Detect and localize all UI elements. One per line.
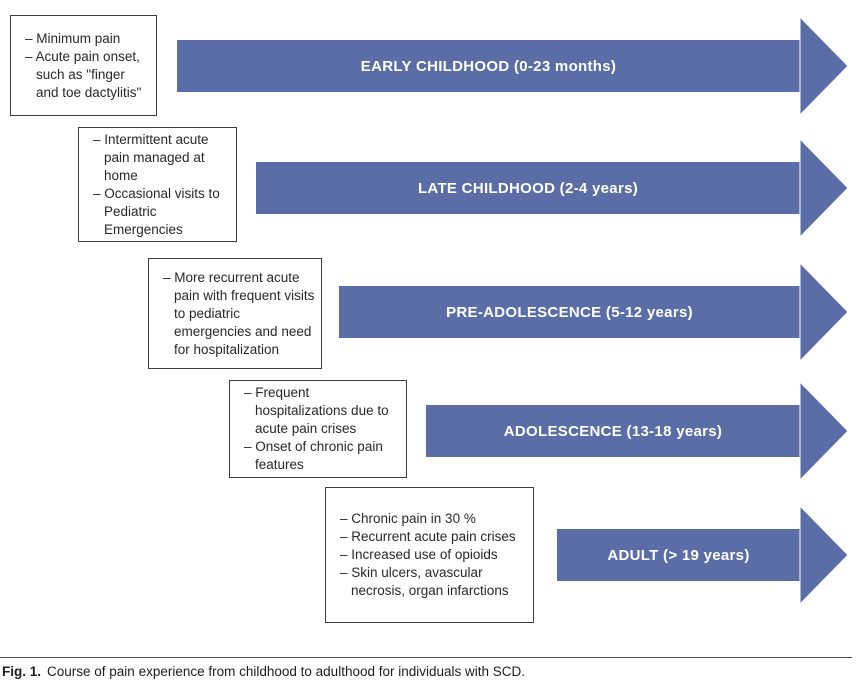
stage-box-late-childhood: – Intermittent acute pain managed at hom… [78,127,237,242]
stage-bullet: – Increased use of opioids [340,547,498,562]
figure-caption-label: Fig. 1. [2,664,42,679]
stage-arrow-adolescence: ADOLESCENCE (13-18 years) [426,381,849,481]
right-arrow-icon [426,381,849,481]
stage-bullet: – Skin ulcers, avascular necrosis, organ… [340,565,509,598]
stage-arrow-label: EARLY CHILDHOOD (0-23 months) [360,57,617,75]
stage-bullet: – Frequent hospitalizations due to acute… [244,385,389,436]
right-arrow-icon [557,505,849,605]
stage-box-adult: – Chronic pain in 30 % – Recurrent acute… [325,487,534,623]
stage-arrow-label: ADULT (> 19 years) [607,546,750,564]
stage-box-early-childhood: – Minimum pain – Acute pain onset, such … [10,15,157,116]
stage-box-adolescence: – Frequent hospitalizations due to acute… [229,380,407,478]
caption-divider [0,657,852,658]
right-arrow-icon [339,262,849,362]
stage-arrow-label: ADOLESCENCE (13-18 years) [503,422,723,440]
stage-bullet: – Onset of chronic pain features [244,439,383,472]
right-arrow-icon [256,138,849,238]
figure-caption-text: Course of pain experience from childhood… [47,664,526,679]
stage-bullet: – Intermittent acute pain managed at hom… [93,131,209,183]
stage-arrow-adult: ADULT (> 19 years) [557,505,849,605]
stage-bullet: – Minimum pain [25,30,121,46]
stage-bullet: – Chronic pain in 30 % [340,511,476,526]
stage-arrow-label: LATE CHILDHOOD (2-4 years) [417,179,639,197]
stage-arrow-late-childhood: LATE CHILDHOOD (2-4 years) [256,138,849,238]
stage-bullet: – Occasional visits to Pediatric Emergen… [93,185,220,237]
stage-arrow-label: PRE-ADOLESCENCE (5-12 years) [446,303,693,321]
stage-arrow-pre-adolescence: PRE-ADOLESCENCE (5-12 years) [339,262,849,362]
stage-arrow-early-childhood: EARLY CHILDHOOD (0-23 months) [177,16,849,116]
stage-bullet: – Recurrent acute pain crises [340,529,516,544]
figure-caption: Fig. 1. Course of pain experience from ch… [2,663,852,681]
stage-bullet: – Acute pain onset, such as "finger and … [25,48,142,100]
stage-box-pre-adolescence: – More recurrent acute pain with frequen… [148,258,322,369]
stage-bullet: – More recurrent acute pain with frequen… [163,269,315,357]
right-arrow-icon [177,16,849,116]
